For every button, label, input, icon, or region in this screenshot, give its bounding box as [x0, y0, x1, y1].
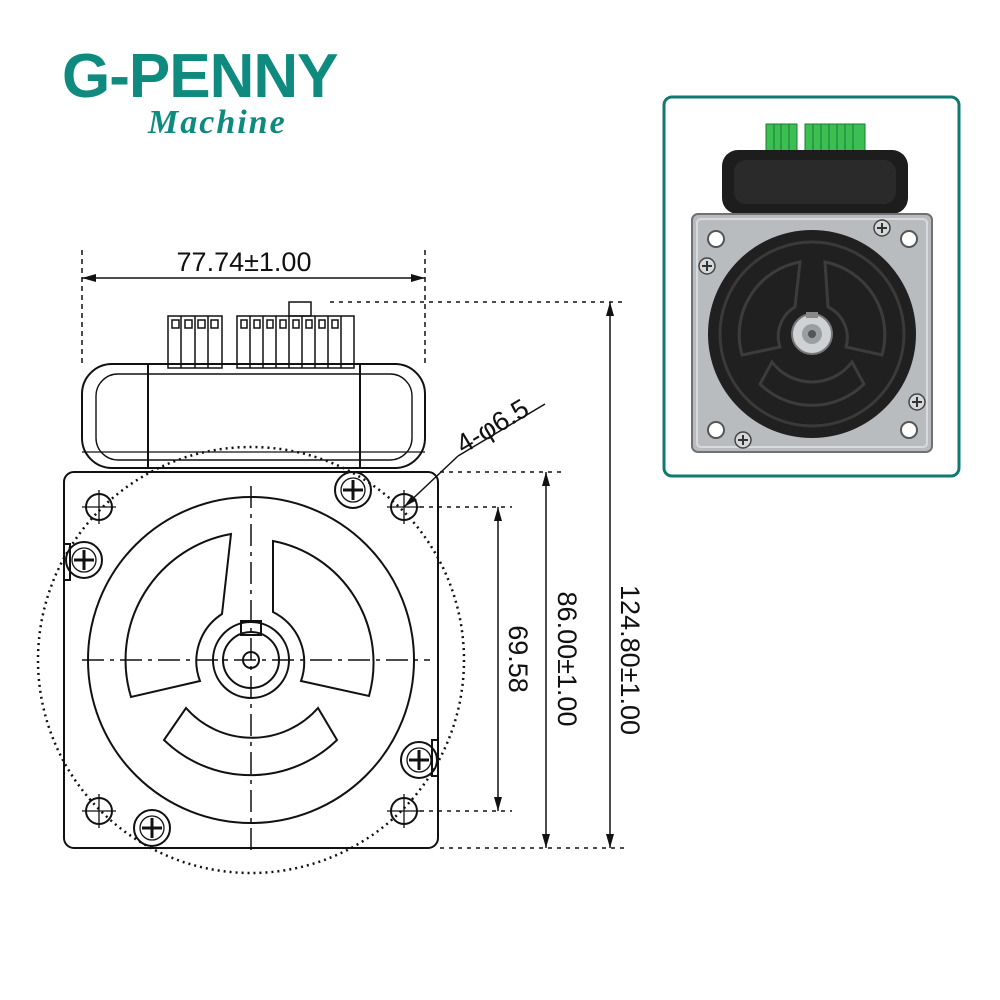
dimension-body-depth: 77.74±1.00: [177, 247, 312, 277]
screw-icon: [334, 471, 372, 509]
dimension-overall-height: 124.80±1.00: [615, 585, 645, 735]
mounting-hole-bottom-right: [387, 794, 421, 828]
mounting-hole-bottom-left: [82, 794, 116, 828]
mounting-hole-top-left: [82, 490, 116, 524]
dimension-flange-size: 86.00±1.00: [552, 592, 582, 727]
brand-logo-subtitle: Machine: [148, 104, 287, 141]
product-photo-inset: [662, 95, 961, 478]
dimension-mounting-holes: 4-φ6.5: [451, 393, 534, 459]
screw-icon: [400, 741, 438, 779]
brand-logo-title: G-PENNY: [62, 42, 338, 111]
screw-icon: [133, 809, 171, 847]
phillips-screws: [65, 471, 438, 847]
screw-icon: [65, 541, 103, 579]
centerlines: [82, 486, 430, 850]
terminal-connector-right: [236, 301, 355, 369]
driver-housing: [81, 363, 426, 469]
terminal-connector-left: [167, 315, 223, 369]
bolt-circle-dotted: [36, 445, 466, 875]
dimension-hole-spacing: 69.58: [503, 625, 533, 693]
dimension-lines: [81, 250, 625, 849]
